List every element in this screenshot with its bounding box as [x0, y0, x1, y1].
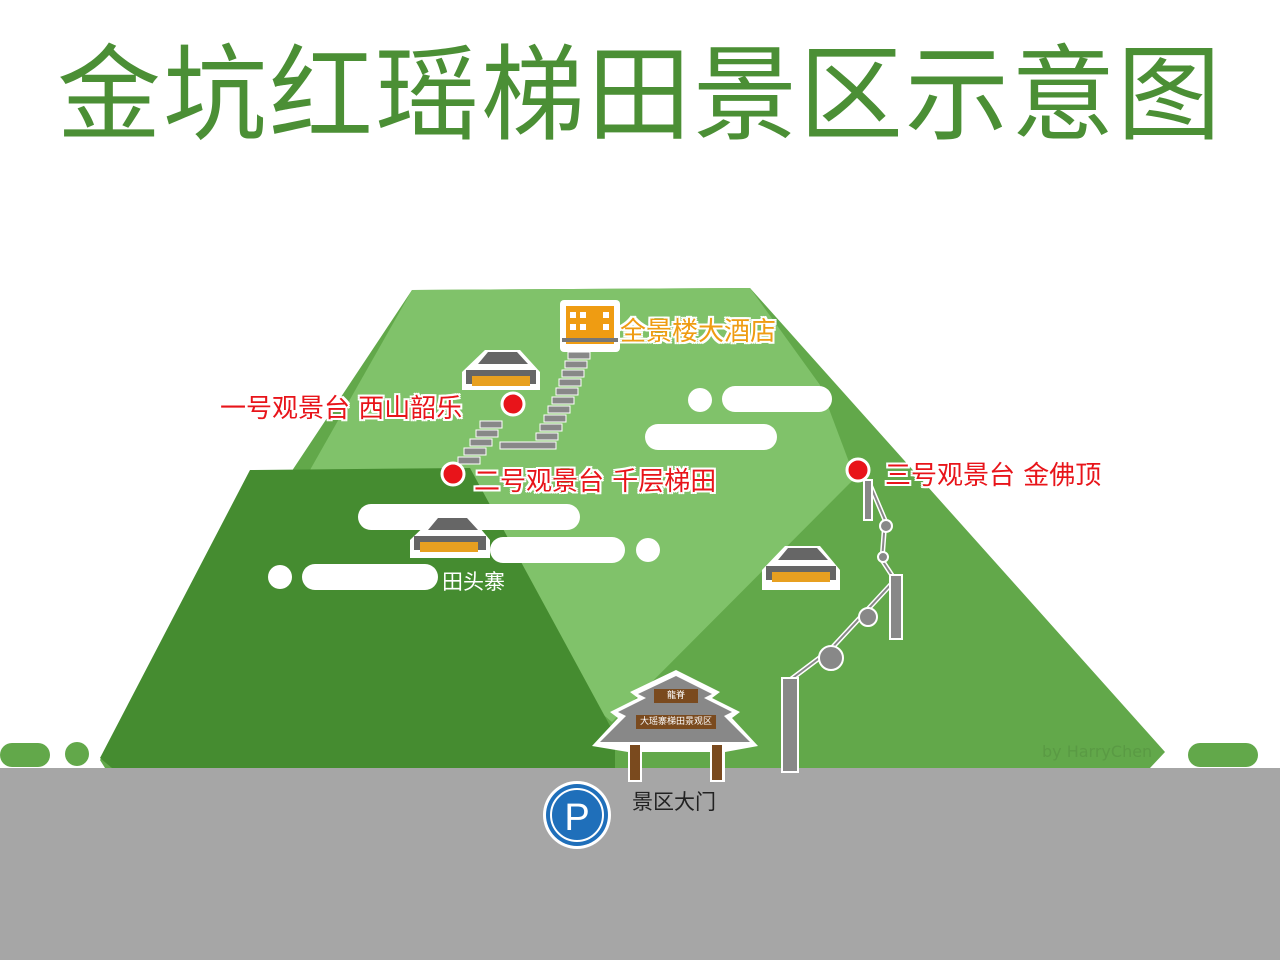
viewpoint-1-label[interactable]: 一号观景台 西山韶乐 — [220, 394, 463, 424]
cable-car — [781, 479, 903, 773]
parking-label: P — [564, 797, 589, 839]
viewpoint-2-label[interactable]: 二号观景台 千层梯田 — [474, 467, 717, 497]
credit-text: by HarryChen — [1042, 742, 1153, 761]
hotel-label[interactable]: 全景楼大酒店 — [620, 317, 777, 347]
gate-sign-main: 大瑶寨梯田景观区 — [636, 715, 716, 729]
viewpoint-3-label[interactable]: 三号观景台 金佛顶 — [885, 461, 1102, 491]
village-house-icon — [762, 546, 840, 590]
ground-dot — [65, 742, 89, 766]
village-house-icon — [462, 350, 540, 390]
village-label[interactable]: 田头寨 — [442, 570, 505, 594]
mountain-back — [310, 288, 855, 722]
viewpoint-3-marker[interactable] — [845, 457, 871, 483]
hotel-icon — [560, 300, 620, 352]
stairs — [457, 351, 591, 465]
ground-dash — [0, 743, 50, 767]
map-title: 金坑红瑶梯田景区示意图 — [56, 34, 1223, 156]
village-house-icon — [410, 516, 490, 558]
clouds — [268, 386, 832, 590]
gate-label[interactable]: 景区大门 — [632, 790, 716, 814]
viewpoint-1-marker[interactable] — [500, 391, 526, 417]
viewpoint-2-marker[interactable] — [440, 461, 466, 487]
road — [0, 768, 1280, 960]
ground-dash — [1188, 743, 1258, 767]
parking-icon[interactable]: P — [543, 781, 611, 849]
gate-sign-top: 龍脊 — [654, 689, 698, 703]
